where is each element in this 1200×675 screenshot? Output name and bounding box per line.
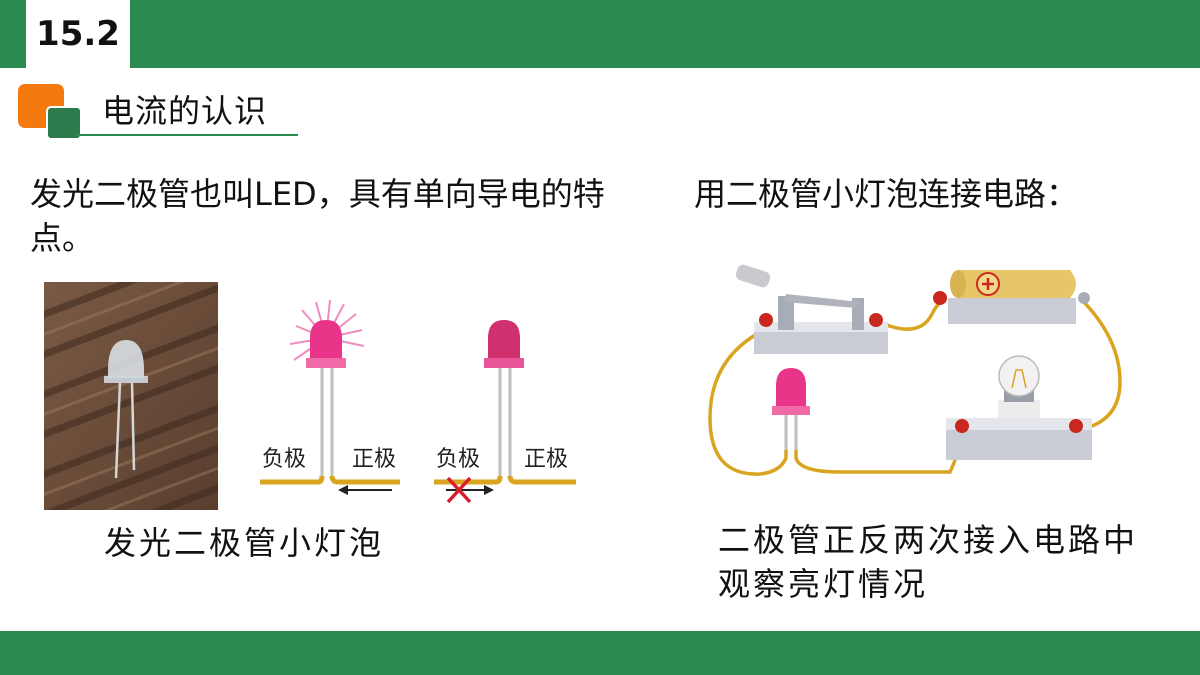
lamp xyxy=(946,355,1092,460)
glowing-led xyxy=(289,300,365,478)
circuit-caption: 二极管正反两次接入电路中观察亮灯情况 xyxy=(718,521,1139,603)
negative-label-2: 负极 xyxy=(436,447,480,472)
title-underline xyxy=(76,134,298,136)
cross-icon xyxy=(446,476,472,504)
positive-label-1: 正极 xyxy=(352,447,396,472)
circuit-diagram xyxy=(708,264,1122,476)
bottom-bar xyxy=(0,631,1200,675)
current-arrow xyxy=(338,485,392,495)
led-photo xyxy=(44,282,218,510)
circuit-instruction: 用二极管小灯泡连接电路： xyxy=(694,175,1079,213)
positive-label-2: 正极 xyxy=(524,447,568,472)
blocked-arrow xyxy=(446,485,494,495)
battery xyxy=(933,270,1090,324)
led-photo-bulb xyxy=(104,340,148,479)
section-title: 电流的认识 xyxy=(102,92,268,130)
knife-switch xyxy=(735,264,888,354)
led-polarity-diagram: 负极 正极 负极 正极 xyxy=(260,300,576,504)
negative-label-1: 负极 xyxy=(262,447,306,472)
led-description: 发光二极管也叫LED，具有单向导电的特点。 xyxy=(30,175,605,257)
unlit-led xyxy=(484,320,524,478)
top-bar xyxy=(0,0,1200,68)
circuit-led xyxy=(772,368,810,450)
section-number: 15.2 xyxy=(36,14,120,54)
photo-caption: 发光二极管小灯泡 xyxy=(104,524,385,562)
section-number-tag: 15.2 xyxy=(26,0,130,68)
